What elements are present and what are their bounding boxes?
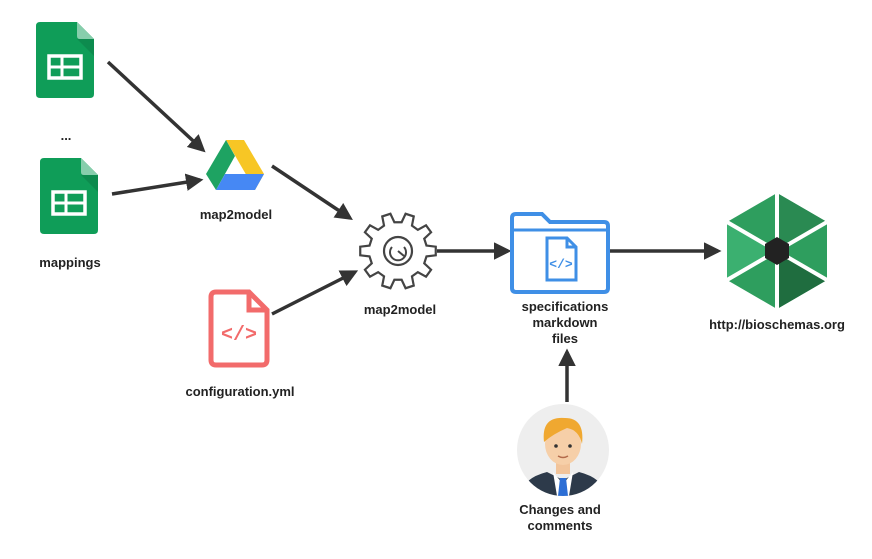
gear-icon bbox=[359, 212, 437, 290]
arrow-sheet1-to-drive bbox=[106, 60, 206, 153]
drive-map2model-label: map2model bbox=[200, 207, 272, 222]
arrow-sheet2-to-drive bbox=[111, 173, 204, 196]
google-sheets-icon bbox=[36, 22, 94, 98]
spec-label-line1: specifications bbox=[522, 299, 609, 314]
google-sheets-icon bbox=[40, 158, 98, 234]
person-avatar-icon bbox=[517, 404, 609, 496]
mappings-label: mappings bbox=[39, 255, 100, 270]
ellipsis-label: ... bbox=[61, 128, 72, 143]
spec-label-line3: files bbox=[552, 331, 578, 346]
changes-label-line1: Changes and bbox=[519, 502, 601, 517]
svg-text:</>: </> bbox=[549, 257, 573, 272]
code-folder-icon: </> bbox=[510, 212, 610, 294]
gear-map2model-label: map2model bbox=[364, 302, 436, 317]
google-drive-icon bbox=[206, 140, 264, 190]
code-file-icon: </> bbox=[208, 289, 270, 368]
changes-label-line2: comments bbox=[527, 518, 592, 533]
spec-label-line2: markdown bbox=[532, 315, 597, 330]
bioschemas-url-label: http://bioschemas.org bbox=[709, 317, 845, 332]
arrow-drive-to-gear bbox=[271, 164, 353, 220]
connector-arrows bbox=[106, 60, 722, 402]
bioschemas-logo-icon bbox=[725, 193, 829, 309]
configuration-label: configuration.yml bbox=[185, 384, 294, 399]
arrow-config-to-gear bbox=[271, 270, 359, 316]
svg-text:</>: </> bbox=[221, 324, 257, 347]
